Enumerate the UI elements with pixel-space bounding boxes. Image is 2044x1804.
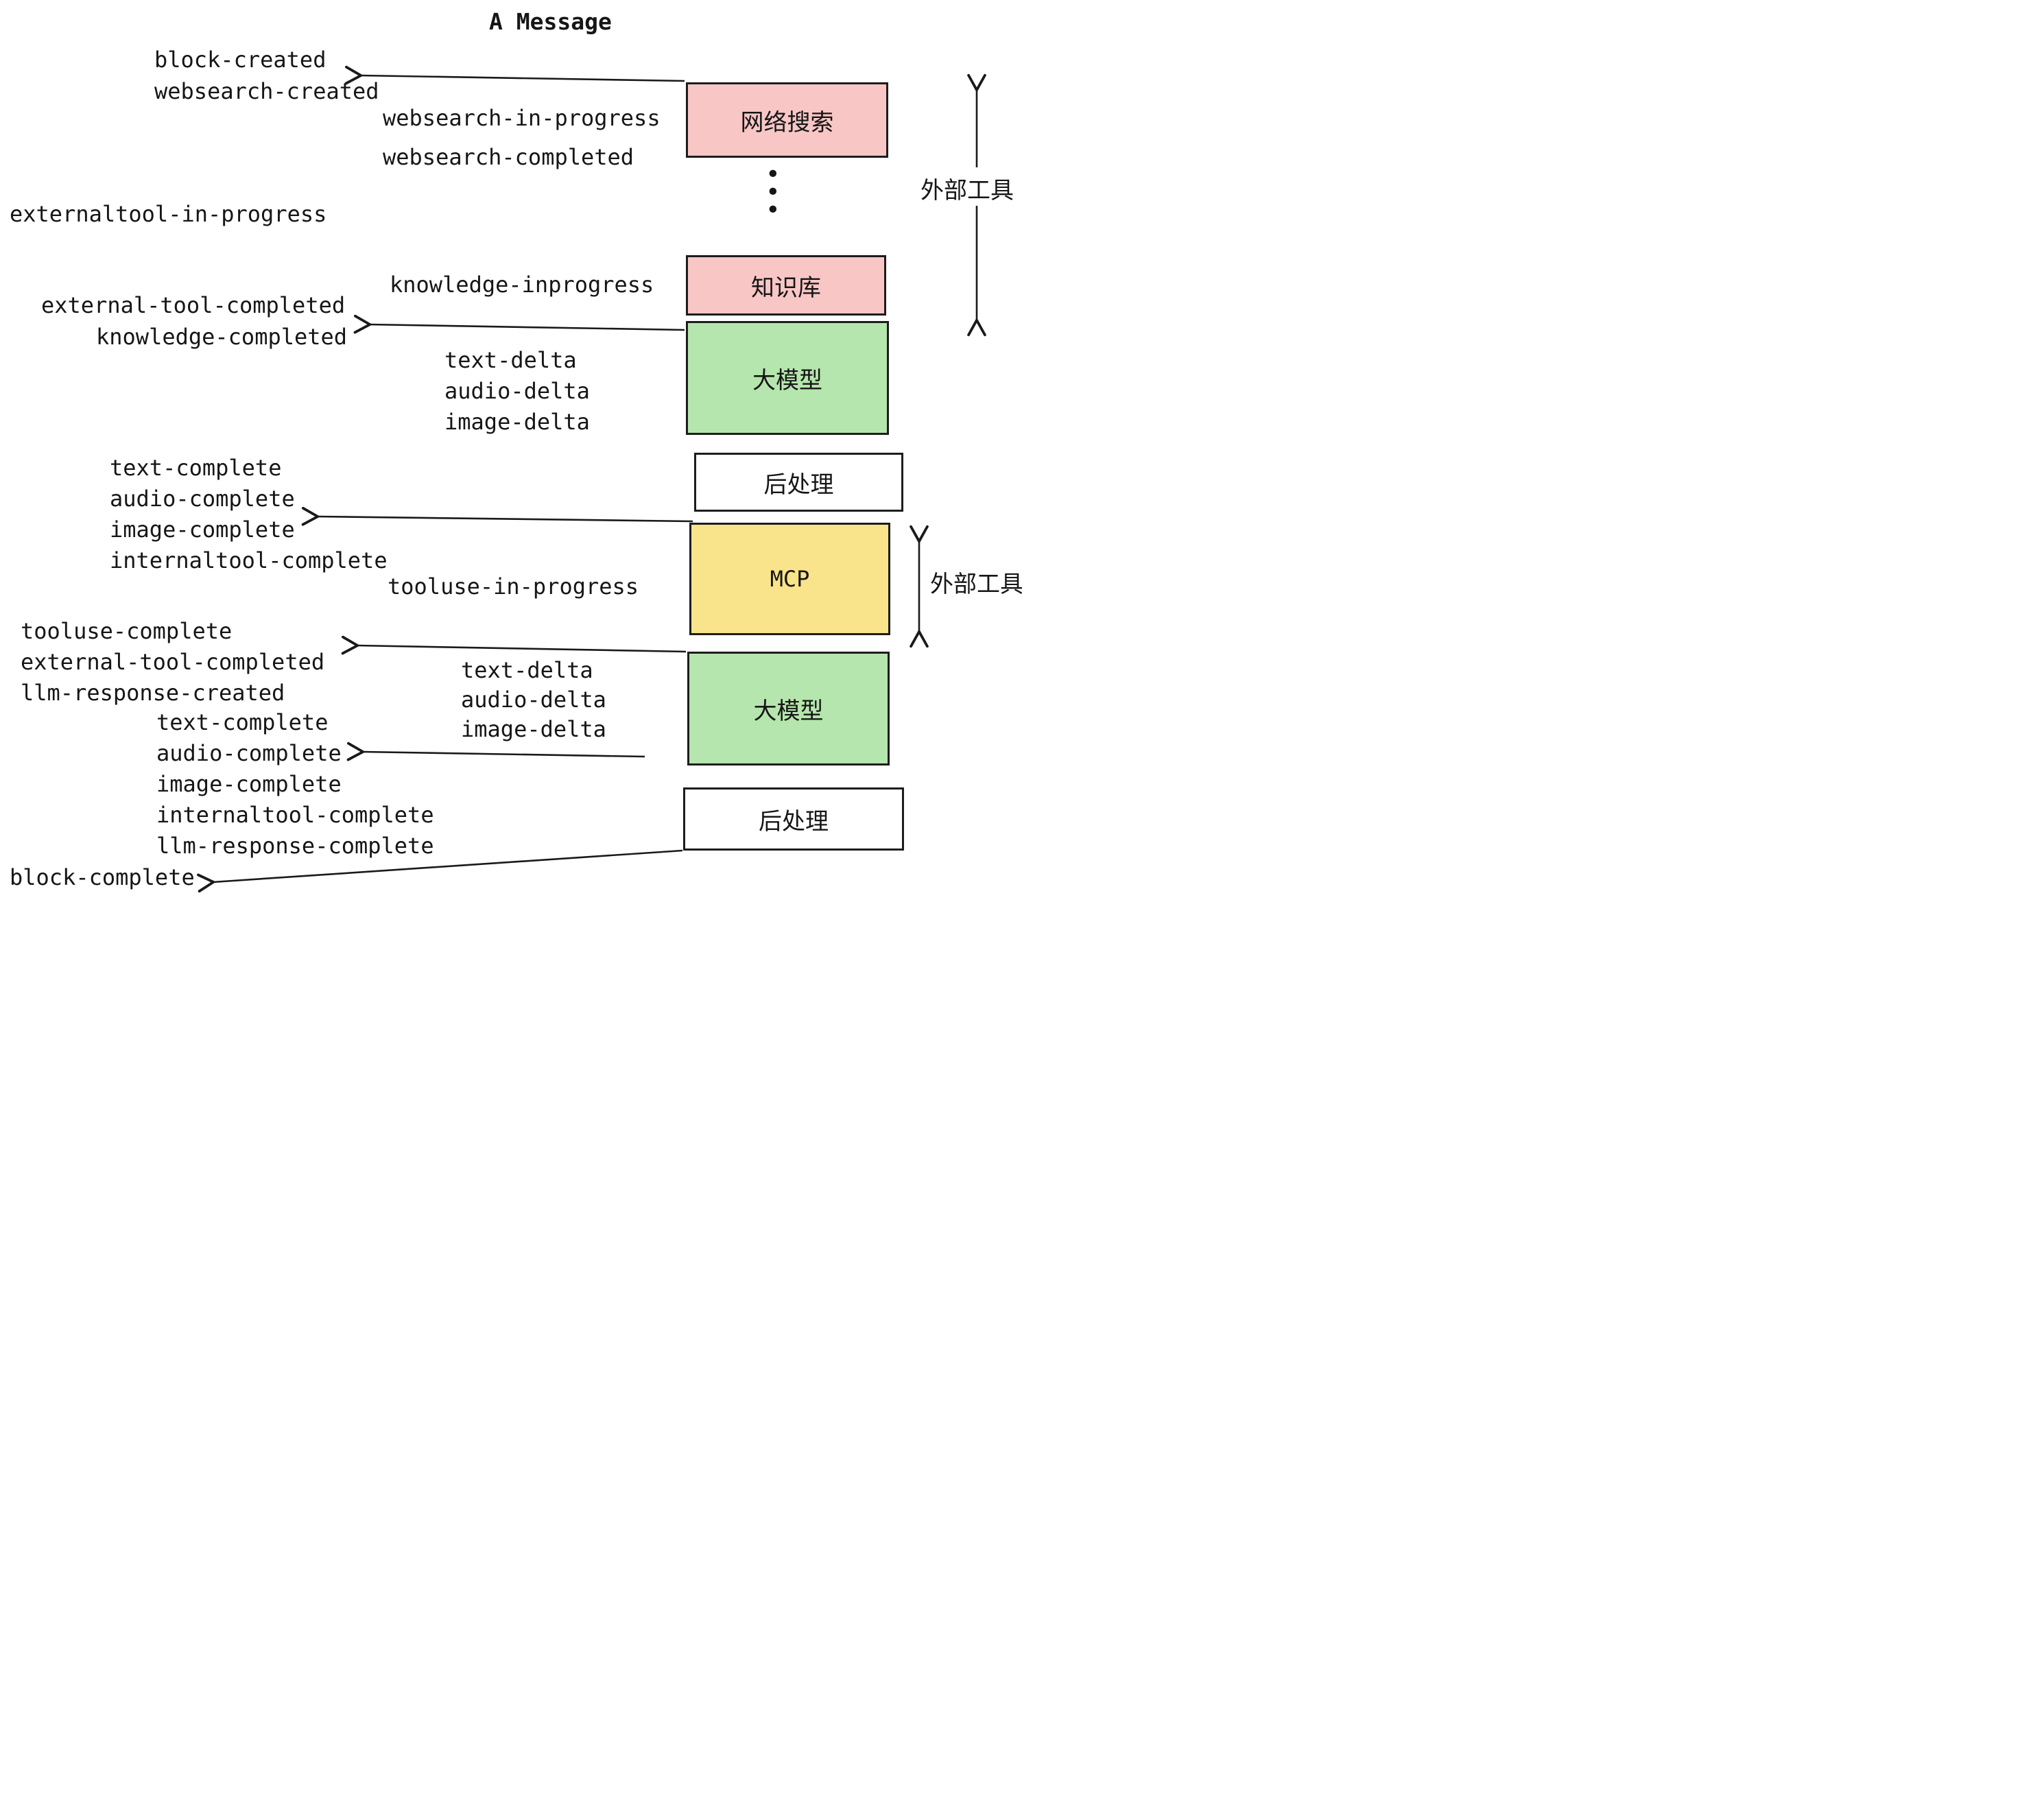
event-audio-complete-2: audio-complete [156, 740, 342, 766]
event-llm-response-created: llm-response-created [21, 680, 285, 706]
event-tooluse-complete: tooluse-complete [21, 618, 233, 644]
arrows-layer [197, 65, 986, 893]
box-postprocess-1-label: 后处理 [763, 471, 834, 498]
box-postprocess-1: 后处理 [694, 453, 903, 512]
event-externaltool-in-progress: externaltool-in-progress [10, 201, 327, 227]
event-image-delta-2: image-delta [461, 716, 606, 742]
box-websearch-label: 网络搜索 [740, 109, 834, 136]
event-websearch-in-progress: websearch-in-progress [383, 105, 661, 131]
box-mcp-label: MCP [770, 566, 810, 592]
event-audio-complete-1: audio-complete [110, 486, 295, 512]
event-internaltool-complete-2: internaltool-complete [156, 802, 434, 828]
diagram-title: A Message [489, 8, 612, 35]
arrow-websearch-created [344, 65, 685, 85]
box-knowledge: 知识库 [686, 255, 886, 316]
dot: • [765, 196, 781, 224]
event-websearch-completed: websearch-completed [383, 144, 634, 170]
box-llm-2-label: 大模型 [753, 698, 824, 724]
event-text-complete-2: text-complete [156, 709, 329, 735]
box-mcp: MCP [689, 523, 890, 635]
event-image-complete-2: image-complete [156, 771, 342, 797]
box-llm-2: 大模型 [687, 652, 890, 765]
dot: • [765, 161, 781, 189]
arrow-internal-complete-1 [301, 506, 693, 526]
event-llm-response-complete: llm-response-complete [156, 833, 434, 859]
event-audio-delta-2: audio-delta [461, 687, 606, 713]
vertical-ellipsis: • • • [765, 161, 781, 224]
box-postprocess-2: 后处理 [683, 787, 904, 851]
event-external-tool-completed-2: external-tool-completed [21, 649, 325, 675]
box-llm-1-label: 大模型 [752, 367, 822, 394]
event-tooluse-in-progress: tooluse-in-progress [388, 573, 639, 600]
event-image-delta-1: image-delta [444, 409, 590, 435]
box-postprocess-2-label: 后处理 [759, 808, 829, 835]
external-tools-label-top: 外部工具 [920, 178, 1014, 204]
event-knowledge-inprogress: knowledge-inprogress [390, 272, 654, 298]
arrow-llm2-complete [346, 741, 645, 761]
event-external-tool-completed-1: external-tool-completed [41, 292, 346, 318]
arrow-tooluse-complete [341, 635, 687, 655]
event-knowledge-completed: knowledge-completed [96, 324, 348, 350]
event-block-complete: block-complete [10, 864, 195, 890]
box-websearch: 网络搜索 [686, 82, 888, 158]
event-image-complete-1: image-complete [110, 517, 295, 543]
event-text-complete-1: text-complete [110, 455, 282, 481]
event-text-delta-1: text-delta [444, 347, 577, 373]
dot: • [765, 178, 781, 206]
arrow-block-complete [197, 849, 683, 893]
box-llm-1: 大模型 [686, 321, 889, 435]
event-audio-delta-1: audio-delta [444, 378, 590, 404]
external-tools-label-mcp: 外部工具 [930, 571, 1022, 597]
event-block-created: block-created [154, 47, 326, 73]
event-websearch-created: websearch-created [154, 78, 379, 104]
box-knowledge-label: 知识库 [751, 274, 821, 301]
arrow-knowledge-completed [353, 314, 685, 334]
event-text-delta-2: text-delta [461, 657, 593, 683]
diagram-canvas: A Message 网络搜索 • • • 知识库 大模型 后处理 MCP 大模型… [0, 0, 1022, 902]
event-internaltool-complete-1: internaltool-complete [110, 547, 388, 573]
